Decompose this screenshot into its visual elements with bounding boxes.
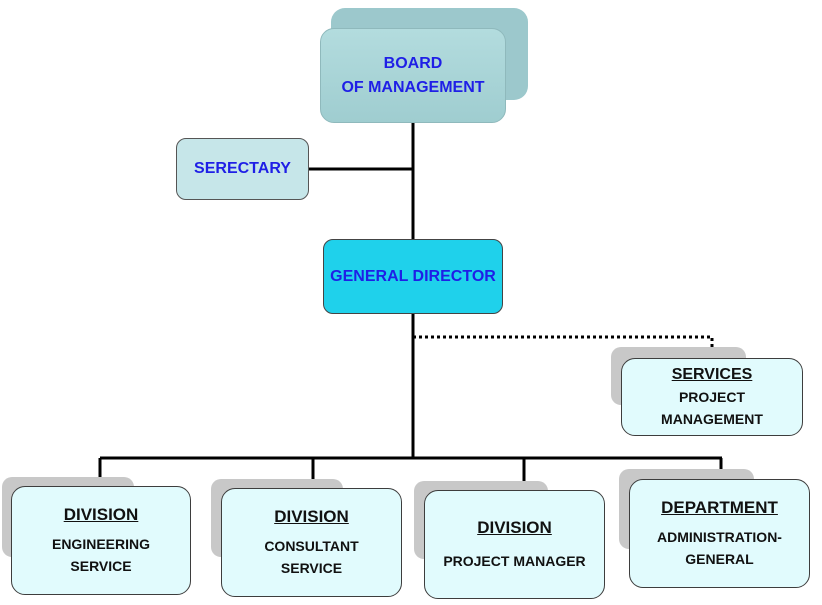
unit-4-line1: ADMINISTRATION- xyxy=(657,528,782,545)
general-director-label: GENERAL DIRECTOR xyxy=(330,267,496,285)
unit-3-line1: PROJECT MANAGER xyxy=(443,552,586,569)
general-director-box: GENERAL DIRECTOR xyxy=(323,239,503,314)
board-of-management-box: BOARD OF MANAGEMENT xyxy=(320,28,506,123)
unit-4-title: DEPARTMENT xyxy=(661,497,778,517)
secretary-box: SERECTARY xyxy=(176,138,309,200)
unit-1-line2: SERVICE xyxy=(70,557,132,574)
division-engineering-box: DIVISION ENGINEERING SERVICE xyxy=(11,486,191,595)
services-line2: MANAGEMENT xyxy=(661,411,763,427)
secretary-label: SERECTARY xyxy=(194,160,291,177)
unit-3-title: DIVISION xyxy=(477,517,552,537)
services-title: SERVICES xyxy=(671,366,753,383)
unit-2-line2: SERVICE xyxy=(280,559,343,576)
services-box: SERVICES PROJECT MANAGEMENT xyxy=(621,358,803,436)
unit-2-title: DIVISION xyxy=(274,506,349,526)
board-label-line2: OF MANAGEMENT xyxy=(341,78,485,96)
services-line1: PROJECT xyxy=(678,389,746,405)
board-label-line1: BOARD xyxy=(383,54,443,72)
unit-1-line1: ENGINEERING xyxy=(51,535,150,552)
department-administration-box: DEPARTMENT ADMINISTRATION- GENERAL xyxy=(629,479,810,588)
division-consultant-box: DIVISION CONSULTANT SERVICE xyxy=(221,488,402,597)
division-project-manager-box: DIVISION PROJECT MANAGER xyxy=(424,490,605,599)
unit-4-line2: GENERAL xyxy=(685,550,754,567)
unit-2-line1: CONSULTANT xyxy=(264,537,359,554)
unit-1-title: DIVISION xyxy=(63,504,139,524)
